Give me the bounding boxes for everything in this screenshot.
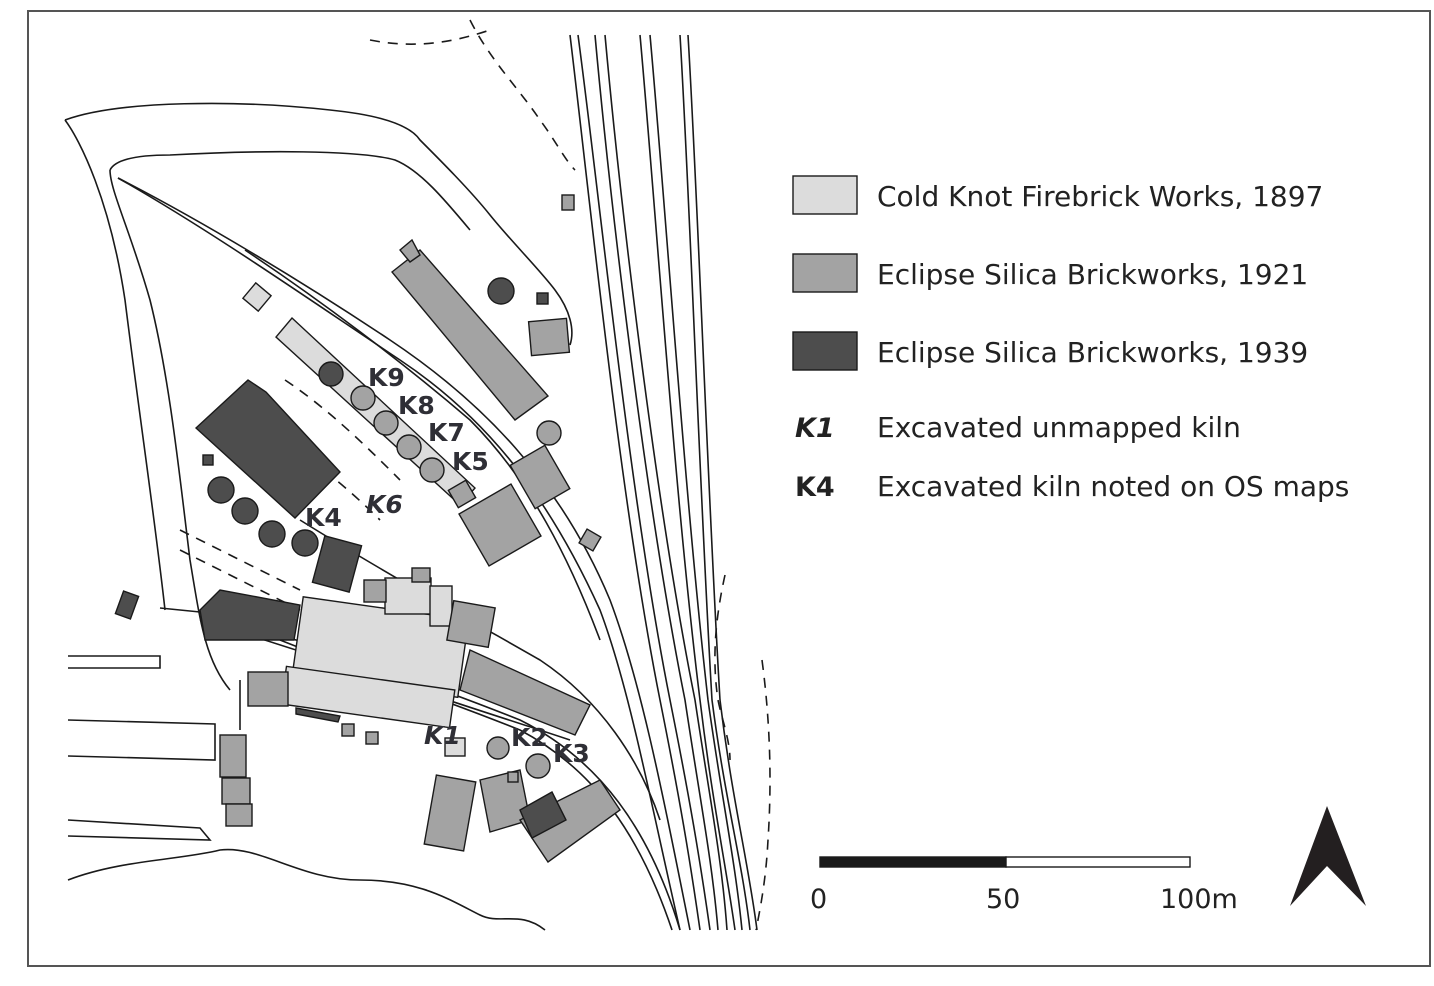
building <box>411 567 431 583</box>
building <box>561 194 575 211</box>
kiln <box>525 753 551 779</box>
building <box>384 577 432 615</box>
kiln-label-k4: K4 <box>305 503 342 532</box>
building <box>363 579 387 603</box>
legend-key-k1-label: Excavated unmapped kiln <box>877 411 1241 444</box>
kiln-labels: K9 K8 K7 K5 K6 K4 K1 K2 K3 <box>305 363 590 768</box>
scale-label-50: 50 <box>986 884 1020 915</box>
kiln <box>258 520 286 548</box>
scale-label-100m: 100m <box>1160 884 1238 915</box>
legend-key-k4: K4 <box>795 472 835 503</box>
kiln-label-k2: K2 <box>511 723 548 752</box>
building <box>365 731 379 745</box>
kiln-label-k6: K6 <box>366 490 403 519</box>
kiln <box>318 361 344 387</box>
building <box>423 774 477 852</box>
kiln <box>291 529 319 557</box>
kiln-label-k7: K7 <box>428 418 465 447</box>
building <box>311 535 363 593</box>
kiln-label-k1: K1 <box>424 721 461 750</box>
north-arrow-icon <box>1290 806 1366 906</box>
building <box>444 737 466 757</box>
buildings-1921 <box>219 194 621 863</box>
legend: Cold Knot Firebrick Works, 1897 Eclipse … <box>792 175 1349 503</box>
building <box>219 734 247 778</box>
building <box>429 585 453 627</box>
legend-label-1939: Eclipse Silica Brickworks, 1939 <box>877 336 1308 369</box>
building <box>578 528 602 552</box>
legend-key-k4-label: Excavated kiln noted on OS maps <box>877 470 1349 503</box>
kiln <box>373 410 399 436</box>
kiln-label-k9: K9 <box>368 363 405 392</box>
legend-label-1897: Cold Knot Firebrick Works, 1897 <box>877 180 1323 213</box>
kiln <box>350 385 376 411</box>
kiln <box>536 420 562 446</box>
building <box>458 483 542 567</box>
scale-segment-light <box>1005 856 1191 868</box>
building <box>446 599 496 649</box>
kiln <box>486 736 510 760</box>
kiln-label-k8: K8 <box>398 391 435 420</box>
kilns-dark <box>207 277 515 557</box>
legend-swatch-1897 <box>792 175 858 215</box>
kiln <box>231 497 259 525</box>
buildings-1939 <box>114 292 567 839</box>
scale-label-0: 0 <box>810 884 827 915</box>
kiln-label-k5: K5 <box>452 447 489 476</box>
building <box>507 771 519 783</box>
kiln <box>396 434 422 460</box>
legend-label-1921: Eclipse Silica Brickworks, 1921 <box>877 258 1308 291</box>
legend-swatch-1939 <box>792 331 858 371</box>
legend-key-k1: K1 <box>795 413 835 444</box>
building <box>221 777 251 805</box>
building <box>509 444 571 510</box>
kiln <box>487 277 515 305</box>
building <box>114 590 140 620</box>
building <box>241 281 273 313</box>
building <box>202 454 214 466</box>
kilns-mid <box>350 385 562 779</box>
scale-bar: 0 50 100m <box>810 856 1238 915</box>
kiln <box>419 457 445 483</box>
building <box>527 317 571 357</box>
building <box>447 479 477 509</box>
building <box>247 671 289 707</box>
building <box>341 723 355 737</box>
kiln-label-k3: K3 <box>553 739 590 768</box>
scale-segment-dark <box>819 856 1007 868</box>
kiln <box>207 476 235 504</box>
legend-swatch-1921 <box>792 253 858 293</box>
building <box>536 292 549 305</box>
building <box>225 803 253 827</box>
